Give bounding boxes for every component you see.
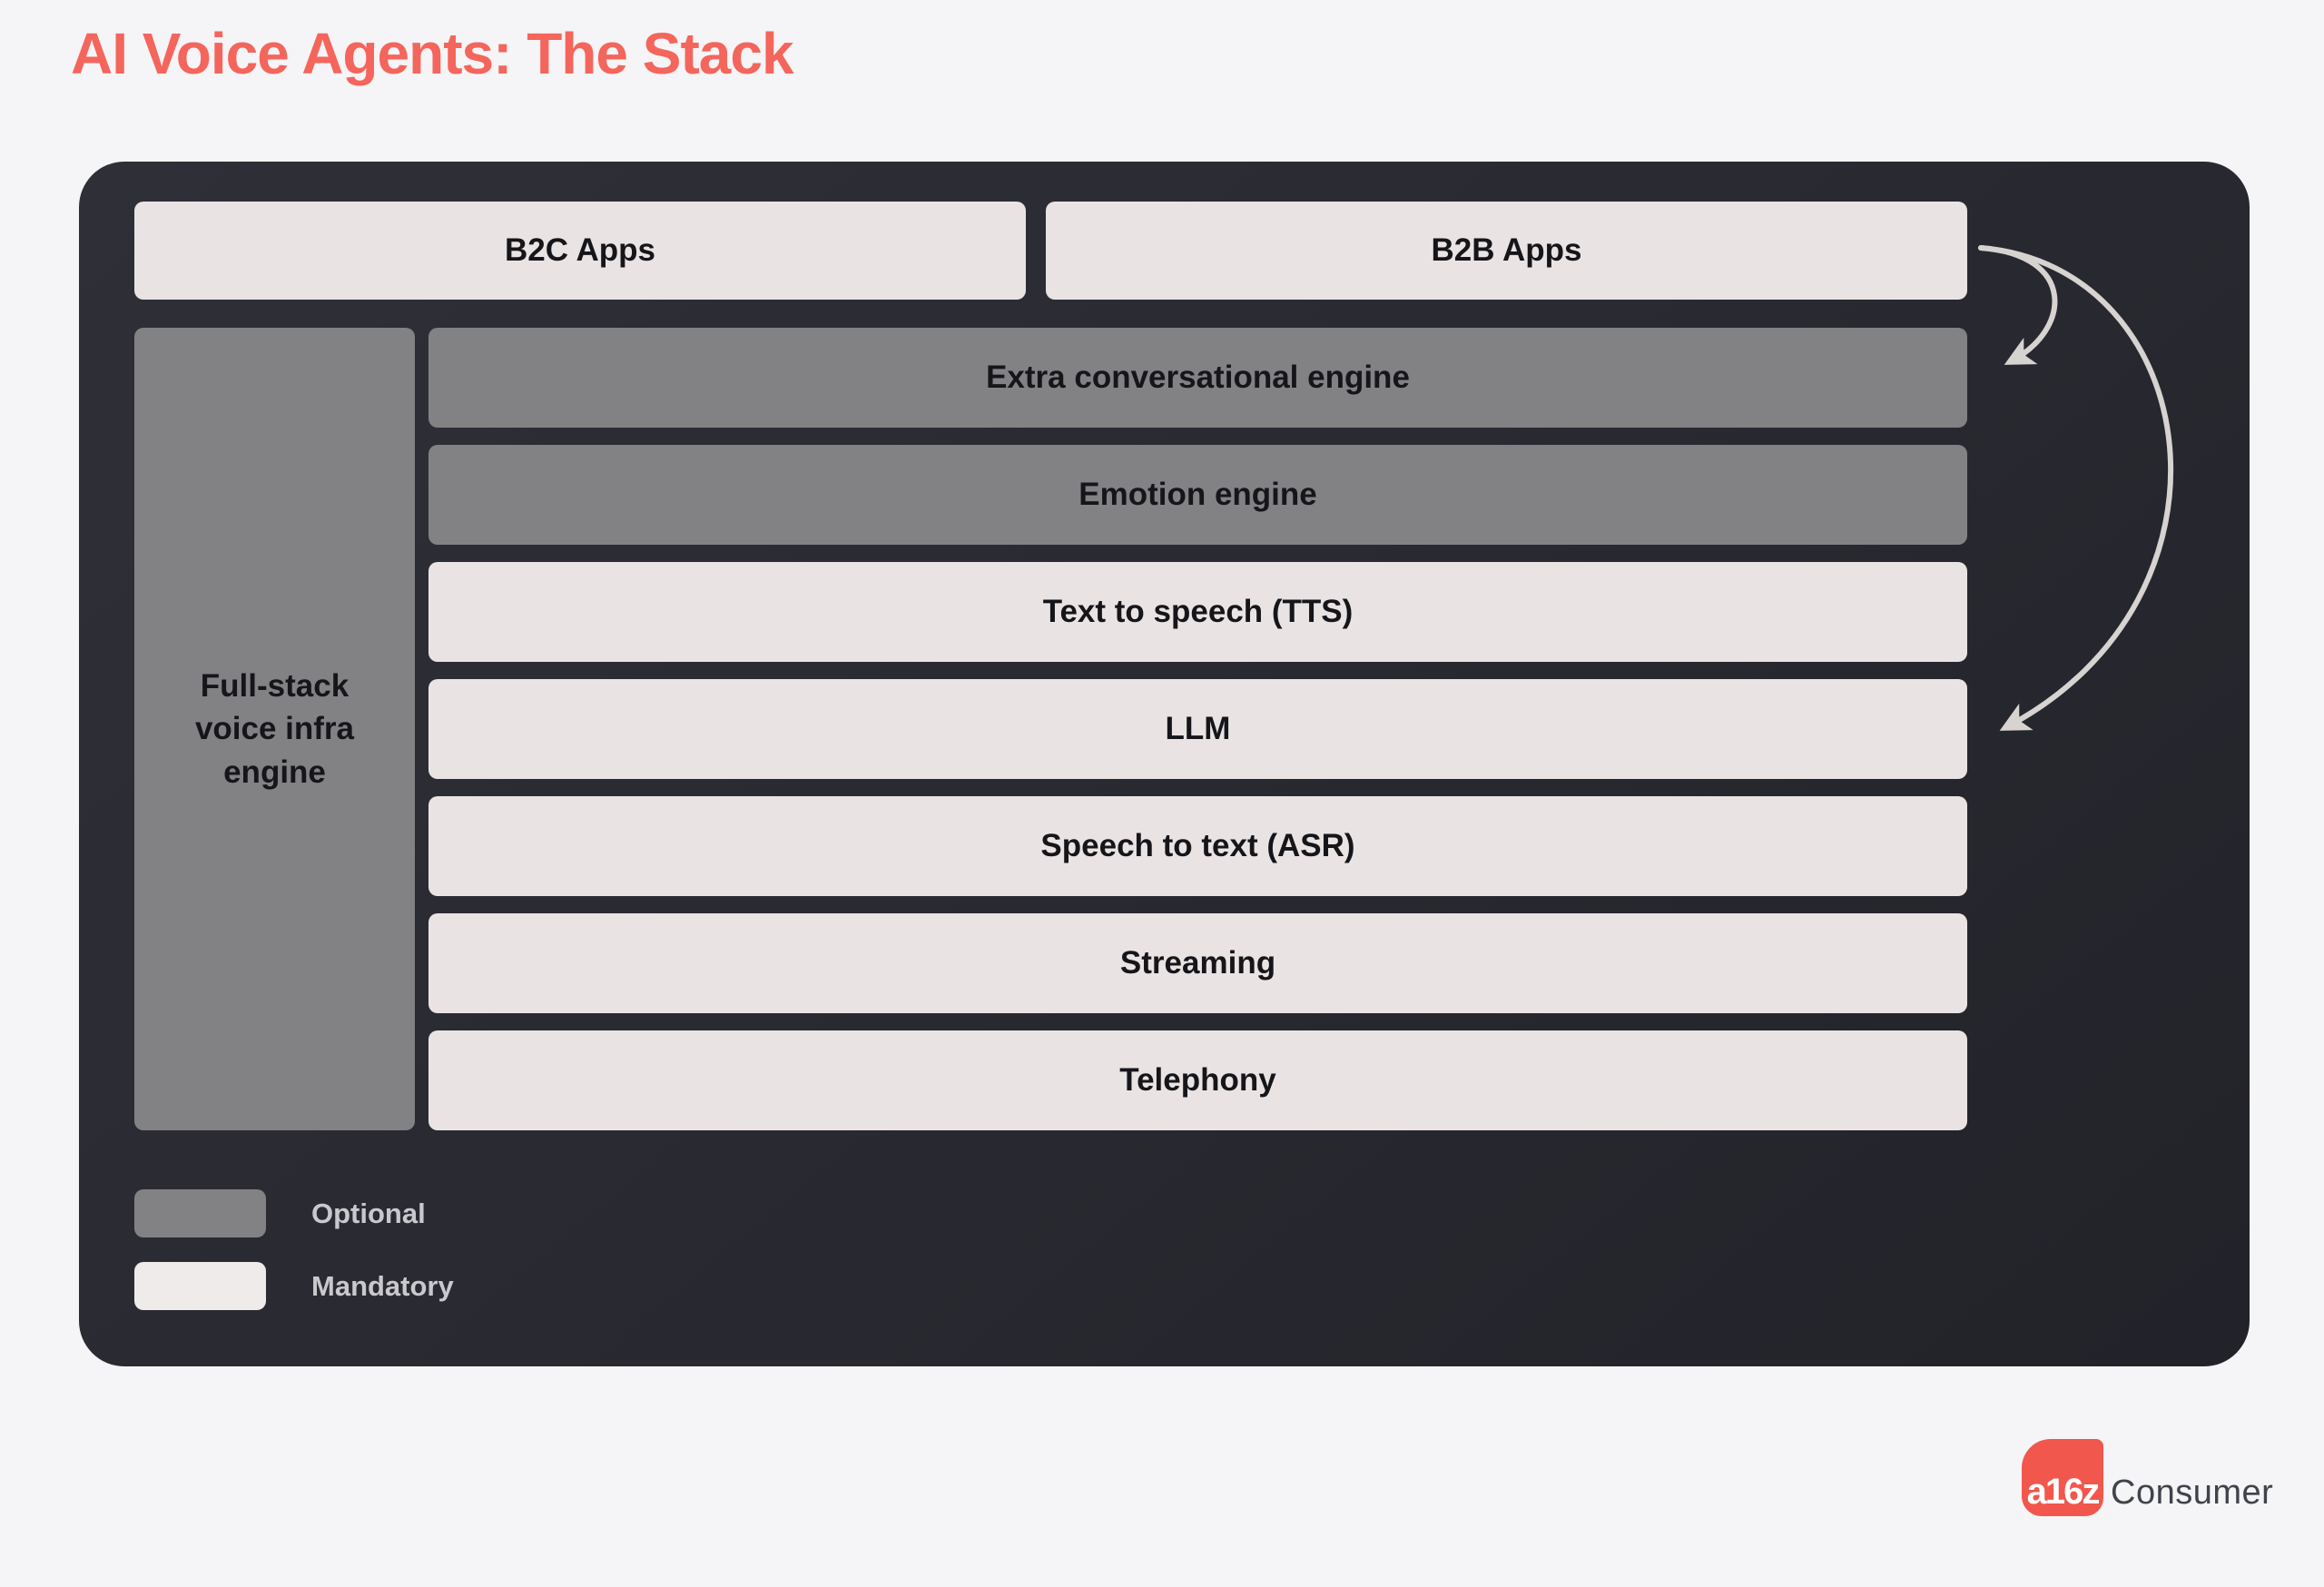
a16z-logo-wordmark: Consumer — [2111, 1474, 2274, 1512]
box-full-stack-voice-infra-engine: Full-stack voice infra engine — [134, 328, 415, 1130]
legend-swatch-mandatory — [134, 1262, 266, 1310]
stack-row-speech-to-text: Speech to text (ASR) — [428, 796, 1967, 896]
a16z-logo: a16z Consumer — [2022, 1439, 2273, 1516]
stack-board: B2C Apps B2B Apps Full-stack voice infra… — [79, 162, 2250, 1366]
page-title: AI Voice Agents: The Stack — [71, 21, 794, 86]
legend-label-mandatory: Mandatory — [311, 1269, 454, 1302]
box-b2c-apps: B2C Apps — [134, 202, 1026, 300]
arrow-b2b-to-llm-icon — [1978, 245, 2174, 731]
stack-row-text-to-speech: Text to speech (TTS) — [428, 562, 1967, 662]
stack-row-streaming: Streaming — [428, 913, 1967, 1013]
stack-row-telephony: Telephony — [428, 1030, 1967, 1130]
stack-row-llm: LLM — [428, 679, 1967, 779]
arrow-b2b-to-extra-engine-icon — [1978, 245, 2058, 365]
a16z-logo-mark-text: a16z — [2026, 1472, 2101, 1512]
box-b2b-apps: B2B Apps — [1046, 202, 1967, 300]
stack-row-emotion-engine: Emotion engine — [428, 445, 1967, 545]
a16z-logo-mark-icon: a16z — [2022, 1439, 2103, 1516]
stack-row-extra-conversational-engine: Extra conversational engine — [428, 328, 1967, 428]
legend-label-optional: Optional — [311, 1197, 426, 1229]
legend-swatch-optional — [134, 1189, 266, 1237]
